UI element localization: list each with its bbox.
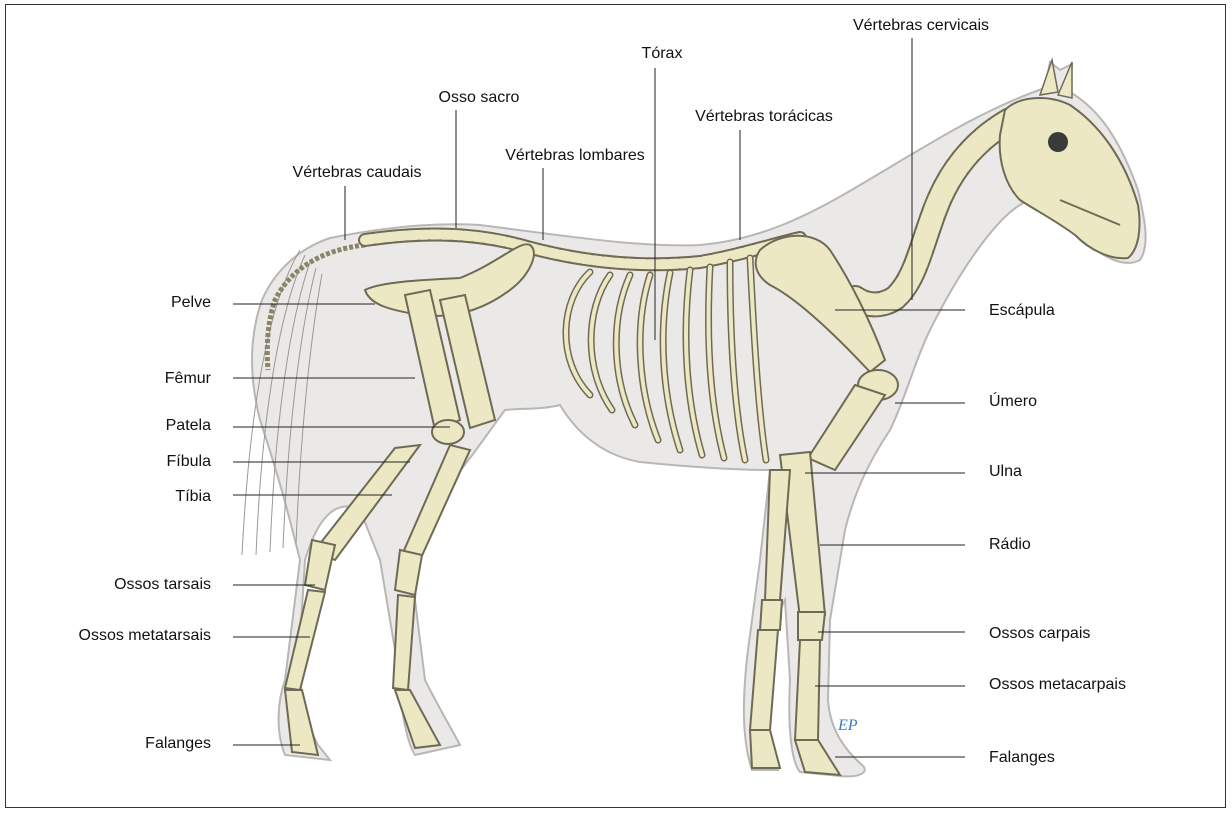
label-osso-sacro: Osso sacro bbox=[438, 89, 520, 106]
label-falanges-posterior: Falanges bbox=[145, 735, 211, 752]
scapula bbox=[754, 234, 887, 374]
label-ossos-tarsais: Ossos tarsais bbox=[114, 576, 211, 593]
label-umero: Úmero bbox=[989, 393, 1038, 410]
caudal-vertebrae bbox=[264, 242, 366, 371]
spine-fill bbox=[360, 229, 805, 270]
cervical-vertebrae-fill bbox=[844, 109, 1021, 316]
label-ossos-carpais: Ossos carpais bbox=[989, 625, 1091, 642]
label-ossos-metacarpais: Ossos metacarpais bbox=[989, 676, 1126, 693]
label-radio: Rádio bbox=[989, 536, 1031, 553]
label-vertebras-toracicas: Vértebras torácicas bbox=[695, 108, 833, 125]
label-pelve: Pelve bbox=[170, 294, 211, 311]
skull bbox=[998, 97, 1141, 260]
label-ossos-metatarsais: Ossos metatarsais bbox=[78, 627, 211, 644]
artist-signature: EP bbox=[837, 717, 858, 734]
label-escapula: Escápula bbox=[989, 302, 1055, 319]
label-fibula: Fíbula bbox=[166, 453, 211, 470]
label-vertebras-lombares: Vértebras lombares bbox=[505, 147, 645, 164]
leader-lines bbox=[233, 38, 965, 758]
tail-hair bbox=[241, 249, 323, 556]
label-torax: Tórax bbox=[641, 45, 683, 62]
label-ulna: Ulna bbox=[989, 463, 1022, 480]
label-vertebras-caudais: Vértebras caudais bbox=[292, 164, 422, 181]
ear-left bbox=[1038, 57, 1059, 96]
ear-right bbox=[1056, 61, 1073, 99]
label-tibia: Tíbia bbox=[175, 488, 211, 505]
rib-cage-fill bbox=[564, 256, 768, 462]
label-femur: Fêmur bbox=[164, 370, 211, 387]
label-patela: Patela bbox=[165, 417, 211, 434]
eye-orbit bbox=[1048, 132, 1068, 152]
fore-limb-bones bbox=[748, 369, 899, 777]
hind-limb-bones bbox=[283, 288, 497, 757]
label-falanges-anterior: Falanges bbox=[989, 749, 1055, 766]
jaw-teeth bbox=[1059, 199, 1121, 226]
label-vertebras-cervicais: Vértebras cervicais bbox=[852, 17, 990, 34]
